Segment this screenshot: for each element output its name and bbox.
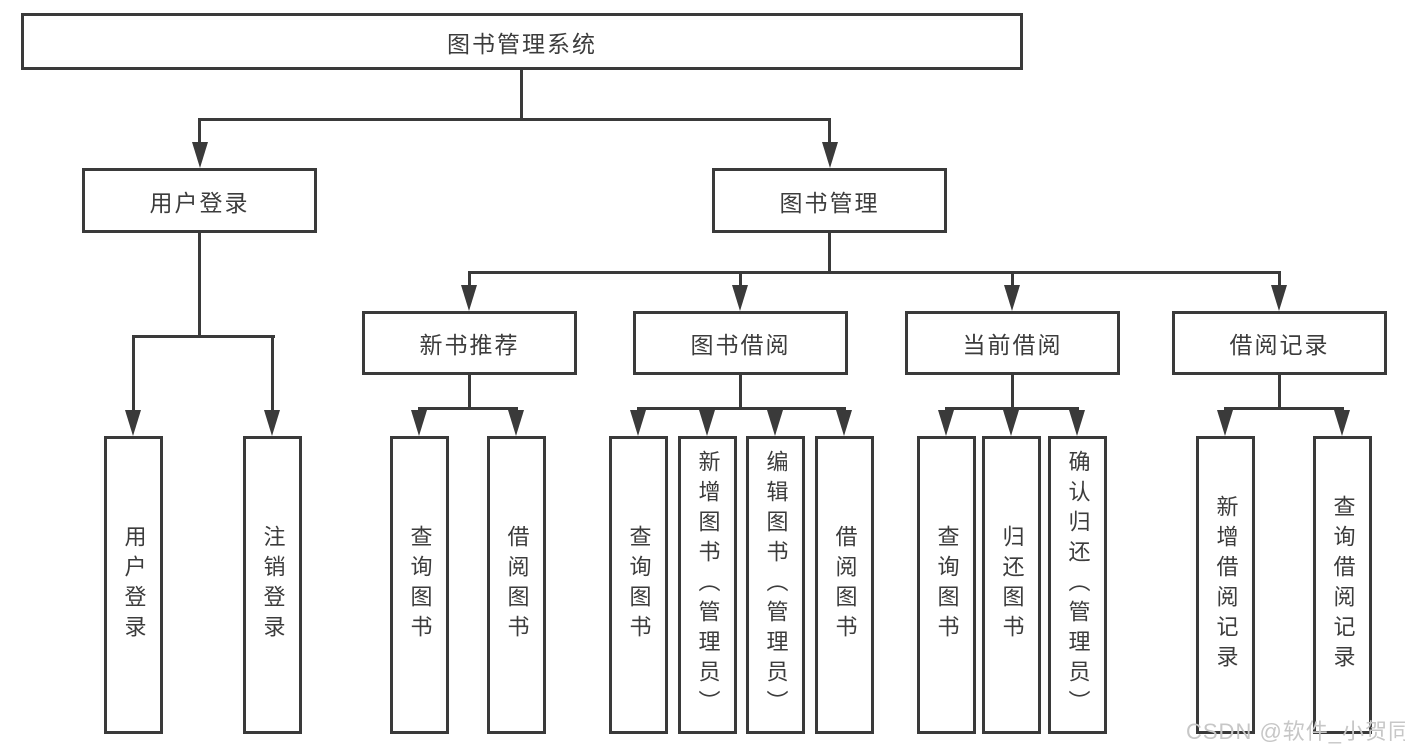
leaf-label: 注销登录	[260, 525, 286, 645]
leaf-query-books: 查询图书	[609, 436, 668, 734]
leaf-add-books-admin: 新增图书（管理员）	[678, 436, 737, 734]
connector-borrow-stem	[739, 375, 742, 409]
connector-to-borrow-records	[1278, 271, 1281, 288]
arrowhead	[1003, 410, 1019, 436]
connector-to-user-login	[198, 118, 201, 146]
arrowhead	[411, 410, 427, 436]
connector-to-current-borrow	[1011, 271, 1014, 288]
node-label: 用户登录	[149, 189, 250, 216]
arrowhead	[125, 410, 141, 436]
leaf-add-borrow-record: 新增借阅记录	[1196, 436, 1255, 734]
arrowhead	[767, 410, 783, 436]
leaf-label: 查询图书	[626, 525, 652, 645]
arrowhead	[822, 142, 838, 168]
connector-login-branch	[132, 335, 275, 338]
connector-mgmt-stem	[828, 233, 831, 273]
connector-current-stem	[1011, 375, 1014, 409]
connector-to-leaf-user-login	[132, 335, 135, 413]
leaf-borrow-books: 借阅图书	[487, 436, 546, 734]
connector-level2-branch	[198, 118, 831, 121]
leaf-label: 借阅图书	[504, 525, 530, 645]
node-root-system: 图书管理系统	[21, 13, 1023, 70]
leaf-label: 查询图书	[407, 525, 433, 645]
connector-to-book-borrow	[739, 271, 742, 288]
leaf-query-books: 查询图书	[390, 436, 449, 734]
connector-root-stem	[520, 70, 523, 121]
node-label: 当前借阅	[962, 332, 1063, 358]
leaf-label: 归还图书	[999, 525, 1025, 645]
leaf-label: 查询图书	[934, 525, 960, 645]
leaf-label: 查询借阅记录	[1330, 495, 1356, 675]
leaf-edit-books-admin: 编辑图书（管理员）	[746, 436, 805, 734]
arrowhead	[1069, 410, 1085, 436]
node-borrow-records: 借阅记录	[1172, 311, 1387, 375]
arrowhead	[192, 142, 208, 168]
node-label: 图书借阅	[690, 332, 791, 358]
arrowhead	[461, 285, 477, 311]
connector-login-stem	[198, 233, 201, 337]
connector-to-new-book-rec	[468, 271, 471, 288]
leaf-query-borrow-record: 查询借阅记录	[1313, 436, 1372, 734]
arrowhead	[264, 410, 280, 436]
leaf-return-books: 归还图书	[982, 436, 1041, 734]
arrowhead	[630, 410, 646, 436]
node-current-borrowing: 当前借阅	[905, 311, 1120, 375]
connector-level3-branch	[468, 271, 1281, 274]
leaf-logout: 注销登录	[243, 436, 302, 734]
node-label: 新书推荐	[419, 332, 520, 358]
node-label: 图书管理系统	[447, 30, 597, 57]
node-label: 图书管理	[779, 189, 880, 216]
node-book-management: 图书管理	[712, 168, 947, 233]
arrowhead	[1334, 410, 1350, 436]
arrowhead	[938, 410, 954, 436]
arrowhead	[699, 410, 715, 436]
node-user-login: 用户登录	[82, 168, 317, 233]
arrowhead	[836, 410, 852, 436]
connector-to-leaf-logout	[271, 335, 274, 413]
arrowhead	[1271, 285, 1287, 311]
arrowhead	[508, 410, 524, 436]
watermark: CSDN @软件_小贺同学	[1186, 719, 1405, 744]
node-book-borrowing: 图书借阅	[633, 311, 848, 375]
connector-newrec-stem	[468, 375, 471, 409]
leaf-label: 用户登录	[121, 525, 147, 645]
leaf-user-login: 用户登录	[104, 436, 163, 734]
arrowhead	[1217, 410, 1233, 436]
connector-records-stem	[1278, 375, 1281, 409]
leaf-label: 编辑图书（管理员）	[763, 450, 789, 720]
connector-records-branch	[1224, 407, 1344, 410]
node-label: 借阅记录	[1229, 332, 1330, 358]
node-new-book-recommend: 新书推荐	[362, 311, 577, 375]
leaf-confirm-return-admin: 确认归还（管理员）	[1048, 436, 1107, 734]
leaf-borrow-books: 借阅图书	[815, 436, 874, 734]
leaf-label: 借阅图书	[832, 525, 858, 645]
connector-newrec-branch	[418, 407, 518, 410]
leaf-label: 确认归还（管理员）	[1065, 450, 1091, 720]
leaf-label: 新增借阅记录	[1213, 495, 1239, 675]
arrowhead	[1004, 285, 1020, 311]
arrowhead	[732, 285, 748, 311]
connector-to-book-mgmt	[828, 118, 831, 146]
leaf-label: 新增图书（管理员）	[695, 450, 721, 720]
leaf-query-books: 查询图书	[917, 436, 976, 734]
connector-borrow-branch	[637, 407, 846, 410]
